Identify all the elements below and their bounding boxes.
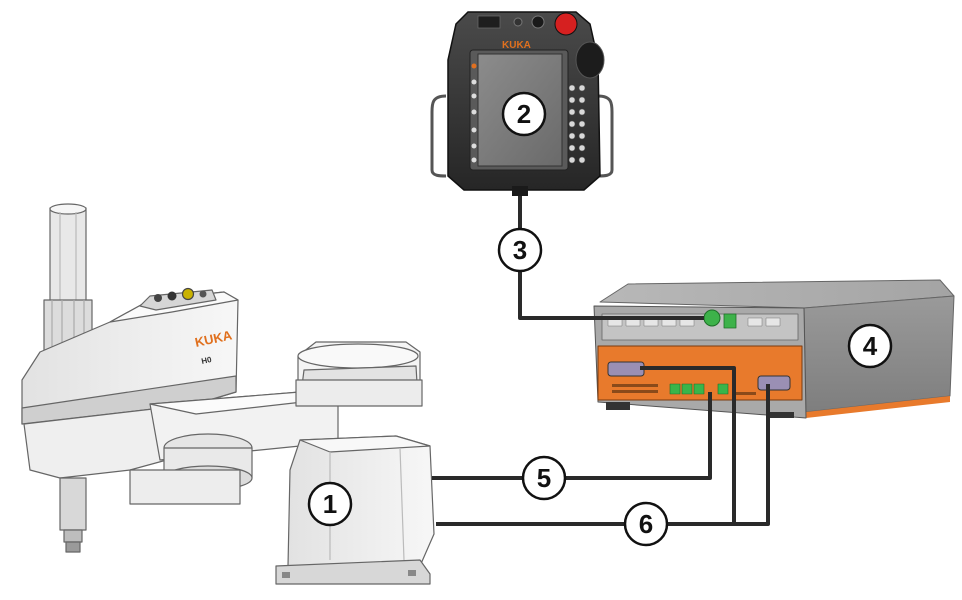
svg-text:4: 4 <box>863 331 878 361</box>
cable-robot-motor-branch <box>640 366 736 524</box>
callout-smartpad: 2 <box>501 91 547 137</box>
cable-robot-motor <box>436 384 770 526</box>
svg-text:2: 2 <box>517 99 531 129</box>
callout-controller: 4 <box>847 323 893 369</box>
scara-robot <box>21 203 435 585</box>
robot-model-label: H0 <box>201 355 213 366</box>
callout-robot: 1 <box>307 481 353 527</box>
svg-text:1: 1 <box>323 489 337 519</box>
callout-cable-data: 5 <box>521 455 567 501</box>
svg-text:3: 3 <box>513 235 527 265</box>
svg-text:6: 6 <box>639 509 653 539</box>
callout-cable-motor: 6 <box>623 501 669 547</box>
svg-text:5: 5 <box>537 463 551 493</box>
robot-controller <box>593 279 955 419</box>
smartpad-brand-logo: KUKA <box>502 40 531 51</box>
callout-cable-smartpad: 3 <box>497 227 543 273</box>
